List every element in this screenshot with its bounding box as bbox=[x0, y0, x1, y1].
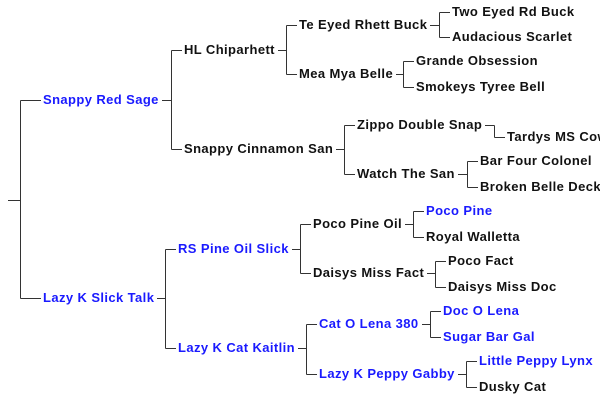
horse-name: Te Eyed Rhett Buck bbox=[299, 17, 428, 32]
horse-link[interactable]: Lazy K Cat Kaitlin bbox=[178, 340, 295, 355]
horse-name: Daisys Miss Doc bbox=[448, 279, 557, 294]
horse-name: Watch The San bbox=[357, 166, 455, 181]
horse-name: Poco Pine Oil bbox=[313, 216, 402, 231]
horse-name: Bar Four Colonel bbox=[480, 153, 592, 168]
horse-name: Snappy Cinnamon San bbox=[184, 141, 334, 156]
horse-link[interactable]: RS Pine Oil Slick bbox=[178, 241, 289, 256]
horse-name: Broken Belle Deck bbox=[480, 179, 600, 194]
horse-name: Tardys MS Cow bbox=[507, 129, 600, 144]
horse-name: Royal Walletta bbox=[426, 229, 520, 244]
horse-name: Daisys Miss Fact bbox=[313, 265, 425, 280]
horse-name: Smokeys Tyree Bell bbox=[416, 79, 546, 94]
horse-link[interactable]: Poco Pine bbox=[426, 203, 493, 218]
horse-link[interactable]: Cat O Lena 380 bbox=[319, 316, 419, 331]
horse-name: Grande Obsession bbox=[416, 53, 538, 68]
horse-name: Poco Fact bbox=[448, 253, 514, 268]
horse-link[interactable]: Sugar Bar Gal bbox=[443, 329, 535, 344]
horse-name: Dusky Cat bbox=[479, 379, 547, 394]
horse-link[interactable]: Little Peppy Lynx bbox=[479, 353, 593, 368]
horse-name: Two Eyed Rd Buck bbox=[452, 4, 575, 19]
horse-link[interactable]: Doc O Lena bbox=[443, 303, 520, 318]
horse-name: HL Chiparhett bbox=[184, 42, 275, 57]
horse-link[interactable]: Snappy Red Sage bbox=[43, 92, 159, 107]
horse-link[interactable]: Lazy K Slick Talk bbox=[43, 290, 155, 305]
horse-link[interactable]: Lazy K Peppy Gabby bbox=[319, 366, 455, 381]
horse-name: Mea Mya Belle bbox=[299, 66, 394, 81]
horse-name: Audacious Scarlet bbox=[452, 29, 573, 44]
horse-name: Zippo Double Snap bbox=[357, 117, 483, 132]
